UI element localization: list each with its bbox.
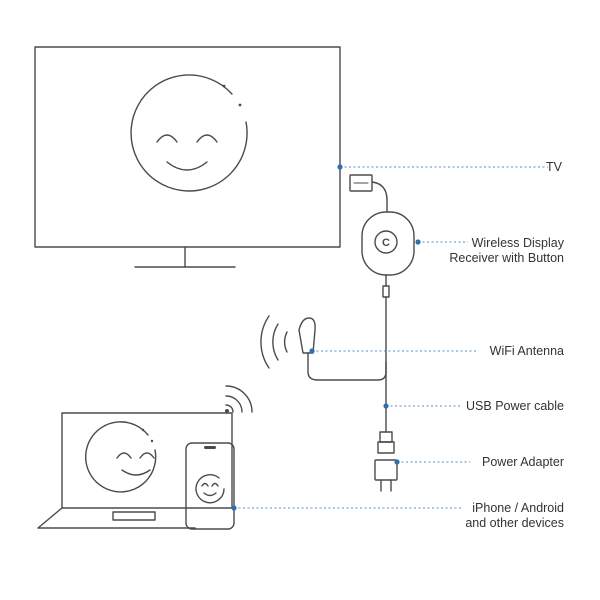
receiver-button-glyph: C: [382, 237, 390, 249]
wifi-icon: [225, 385, 253, 413]
hdmi-connector-icon: [349, 174, 388, 213]
antenna-icon: [260, 315, 387, 381]
label-receiver-line2: Receiver with Button: [449, 251, 564, 265]
tv-smiley-face-icon: [130, 74, 248, 192]
power-adapter-icon: [374, 459, 398, 492]
label-devices-line2: and other devices: [465, 516, 564, 530]
usb-connector-icon: [377, 431, 395, 454]
leader-dots: [231, 164, 421, 511]
label-devices-line1: iPhone / Android: [472, 501, 564, 515]
laptop-icon: [37, 412, 233, 529]
phone-icon: [185, 442, 235, 530]
label-adapter: Power Adapter: [482, 455, 564, 469]
label-antenna: WiFi Antenna: [489, 344, 564, 358]
label-usb-cable: USB Power cable: [466, 399, 564, 413]
label-devices: iPhone / Android and other devices: [465, 501, 564, 531]
leader-lines: [234, 166, 548, 509]
tv-icon: [34, 46, 341, 268]
label-tv: TV: [546, 160, 562, 174]
label-receiver: Wireless Display Receiver with Button: [449, 236, 564, 266]
laptop-smiley-face-icon: [84, 421, 157, 493]
phone-smiley-face-icon: [195, 474, 225, 504]
label-receiver-line1: Wireless Display: [471, 236, 564, 250]
receiver-icon: C: [361, 211, 415, 276]
